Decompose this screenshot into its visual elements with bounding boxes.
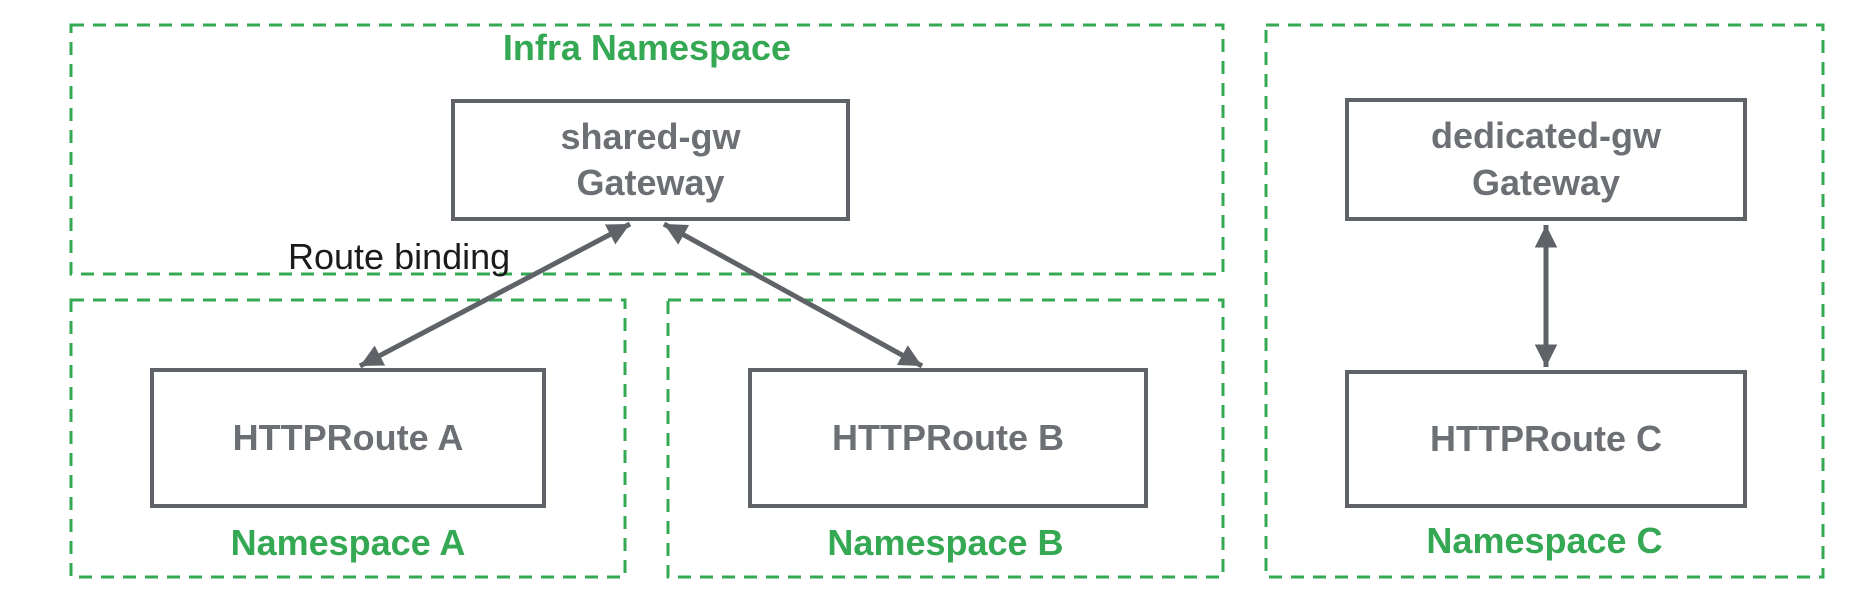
dedicated-gw-kind: Gateway — [1471, 161, 1621, 203]
namespace-a-border — [69, 298, 627, 579]
namespace-c-border — [1264, 23, 1825, 579]
namespace-b-label: Namespace B — [827, 522, 1064, 563]
shared-gw-kind: Gateway — [576, 162, 725, 203]
dedicated-gw-gateway-node: dedicated-gw Gateway — [1345, 98, 1747, 221]
httproute-b-label: HTTPRoute B — [832, 416, 1064, 458]
infra-namespace-border — [69, 23, 1225, 276]
route-binding-label: Route binding — [288, 236, 511, 277]
namespace-b-border — [666, 298, 1225, 579]
namespace-c-label: Namespace C — [1426, 520, 1663, 561]
infra-namespace-label: Infra Namespace — [502, 27, 792, 68]
dedicated-gw-name: dedicated-gw — [1430, 115, 1662, 157]
shared-gw-gateway-node: shared-gw Gateway — [451, 99, 850, 221]
httproute-a-label: HTTPRoute A — [232, 416, 464, 458]
shared-gw-gateway-label: shared-gw Gateway — [560, 114, 740, 206]
httproute-b-node: HTTPRoute B — [748, 368, 1148, 508]
dedicated-gw-gateway-label: dedicated-gw Gateway — [1431, 113, 1661, 205]
shared-gw-name: shared-gw — [560, 115, 741, 157]
httproute-a-node: HTTPRoute A — [150, 368, 546, 508]
route-binding-arrow-a — [358, 221, 632, 369]
route-binding-arrow-b — [662, 221, 924, 369]
httproute-c-node: HTTPRoute C — [1345, 370, 1747, 508]
namespace-a-label: Namespace A — [230, 522, 466, 563]
httproute-c-label: HTTPRoute C — [1430, 417, 1662, 459]
